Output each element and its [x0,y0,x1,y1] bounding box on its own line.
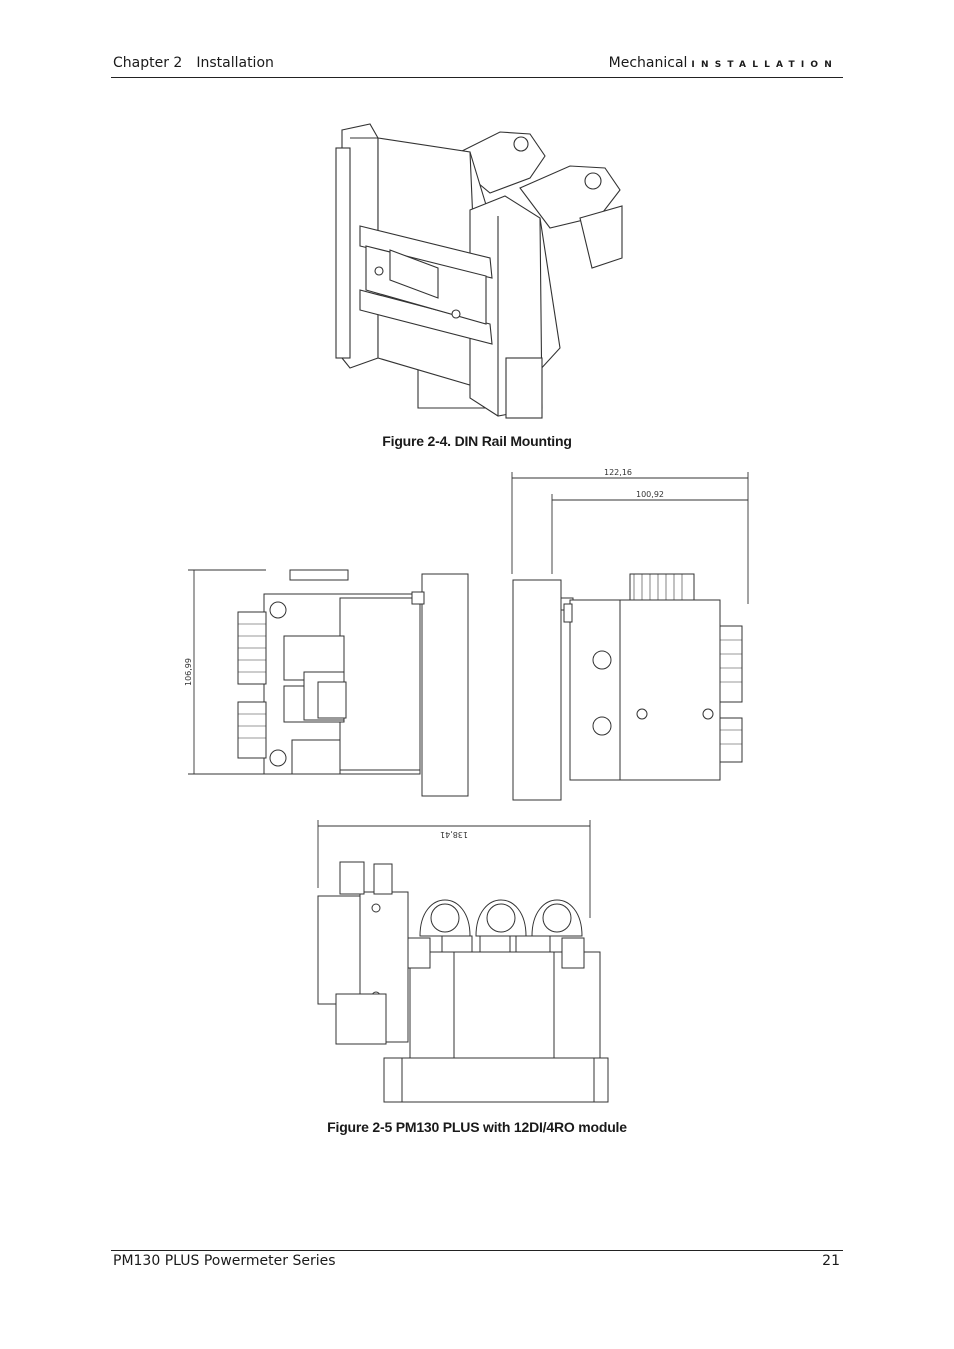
dimension-drawing-side-views: 122,16 100,92 106,99 [184,468,749,801]
dimension-drawing-top-view: 138,41 [317,820,609,1103]
footer-title: PM130 PLUS Powermeter Series [113,1253,336,1269]
figure-2-5-caption: Figure 2-5 PM130 PLUS with 12DI/4RO modu… [327,1119,627,1135]
section-title: Mechanical [608,55,688,71]
footer-rule [111,1250,843,1251]
page-number: 21 [822,1253,840,1269]
dimension-100-92: 100,92 [636,490,664,499]
chapter-title: Installation [196,55,274,71]
section-caps: INSTALLATION [691,60,838,70]
running-header-left: Chapter 2 Installation [113,55,274,71]
dimension-106-99: 106,99 [184,658,193,686]
header-rule [111,77,843,78]
dimension-138-41: 138,41 [440,830,468,839]
dimension-122-16: 122,16 [604,468,632,477]
figure-2-4-caption: Figure 2-4. DIN Rail Mounting [382,433,572,449]
din-rail-mounting-drawing [335,123,623,419]
chapter-label: Chapter 2 [113,55,183,71]
